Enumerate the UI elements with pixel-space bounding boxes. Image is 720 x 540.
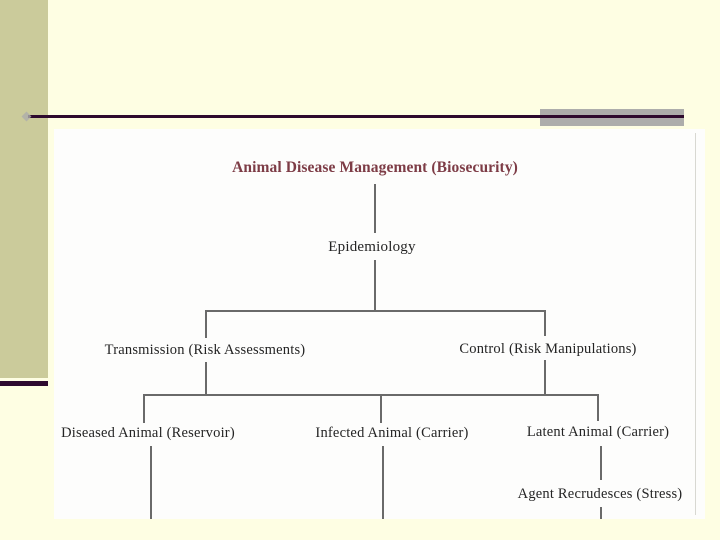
left-accent-bar-underline [0,381,48,386]
connector [374,184,376,233]
connector [380,394,382,423]
node-diseased-animal: Diseased Animal (Reservoir) [61,425,235,441]
connector [143,394,598,396]
scan-edge-line [695,133,696,515]
node-agent-recrudesces: Agent Recrudesces (Stress) [517,486,683,502]
top-rule [28,115,684,118]
connector [382,446,384,519]
node-infected-animal: Infected Animal (Carrier) [315,425,469,441]
connector [597,394,599,421]
connector [544,360,546,395]
connector [150,446,152,519]
connector [205,362,207,395]
connector [143,394,145,423]
node-latent-animal: Latent Animal (Carrier) [526,424,670,440]
connector [544,310,546,336]
node-control: Control (Risk Manipulations) [459,341,637,357]
node-epidemiology: Epidemiology [328,239,416,255]
connector [205,310,546,312]
node-root-title: Animal Disease Management (Biosecurity) [232,159,518,176]
connector [600,507,602,519]
node-transmission: Transmission (Risk Assessments) [104,342,306,358]
connector [205,310,207,338]
left-accent-bar [0,0,48,378]
connector [374,260,376,310]
flowchart-scan: Animal Disease Management (Biosecurity) … [54,129,705,519]
connector [600,446,602,480]
